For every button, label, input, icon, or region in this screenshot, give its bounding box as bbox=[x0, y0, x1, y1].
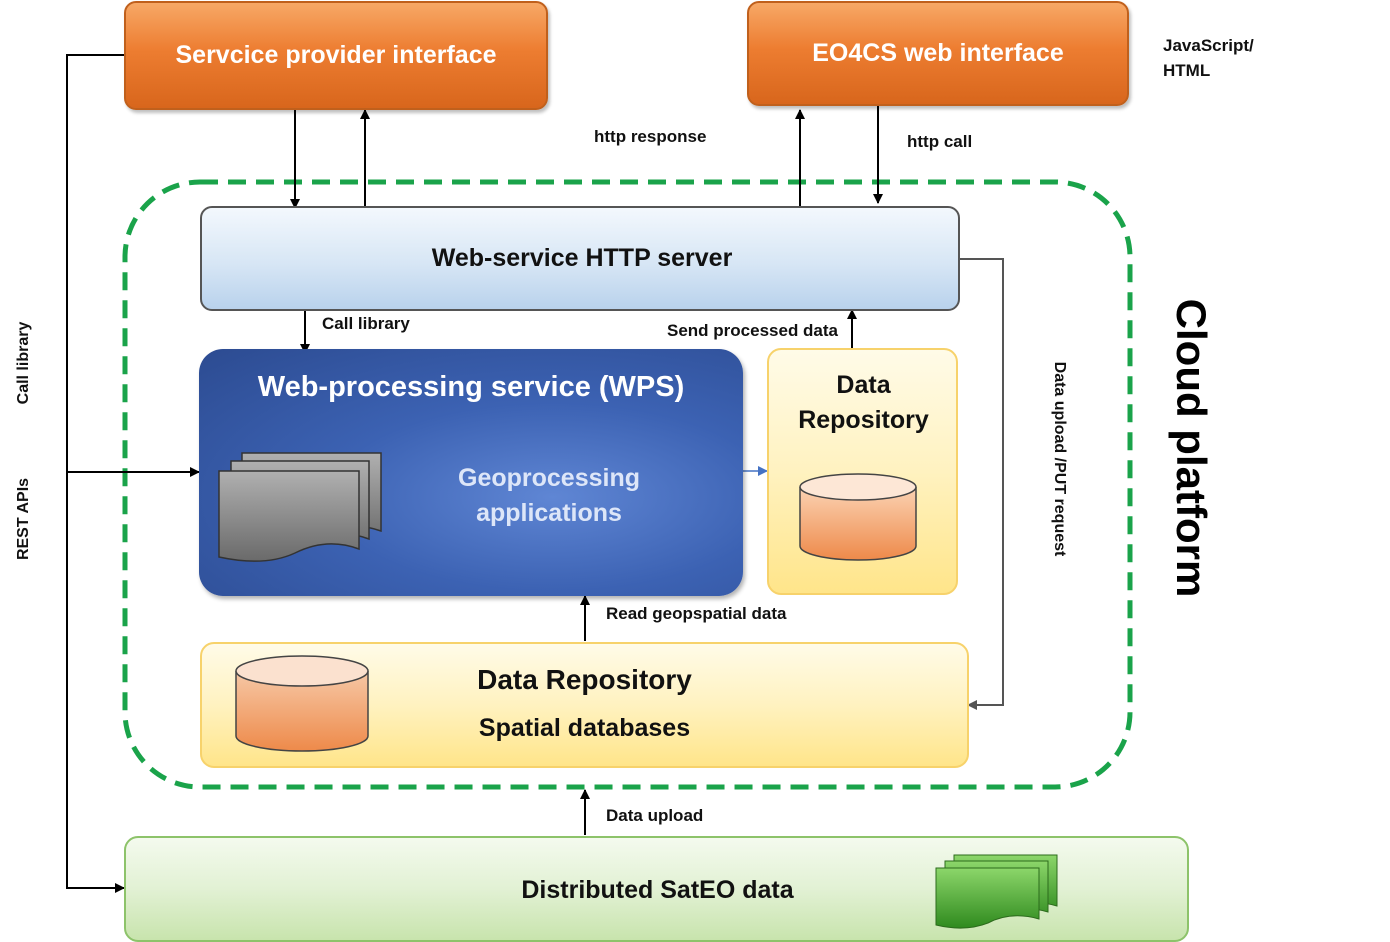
read-geospatial-data-label: Read geopspatial data bbox=[606, 604, 787, 623]
geoprocessing-applications-label: Geoprocessing applications bbox=[458, 464, 640, 527]
data-repository-small-label: Data Repository bbox=[798, 371, 929, 434]
call-library-inner-label: Call library bbox=[322, 314, 410, 333]
data-repository-main-label: Data Repository bbox=[477, 664, 692, 695]
service-provider-interface-box: Servcice provider interface bbox=[124, 1, 548, 110]
cloud-platform-boundary bbox=[122, 179, 1133, 790]
http-server-label: Web-service HTTP server bbox=[431, 244, 733, 272]
eo4cs-web-interface-label: EO4CS web interface bbox=[812, 39, 1064, 67]
call-library-side-label: Call library bbox=[15, 321, 32, 405]
data-repository-small-box: Data Repository bbox=[767, 348, 958, 595]
arrow-server-to-main-repo bbox=[960, 258, 1004, 710]
http-server-box: Web-service HTTP server bbox=[200, 206, 960, 311]
wps-title: Web-processing service (WPS) bbox=[257, 371, 685, 403]
eo4cs-web-interface-box: EO4CS web interface bbox=[747, 1, 1129, 106]
database-cylinder-icon bbox=[799, 473, 917, 561]
service-provider-interface-label: Servcice provider interface bbox=[175, 41, 497, 69]
document-stack-icon bbox=[218, 452, 382, 562]
rest-apis-label: REST APIs bbox=[15, 477, 32, 561]
distributed-sateo-box: Distributed SatEO data bbox=[124, 836, 1189, 942]
data-repository-main-box: Data Repository Spatial databases bbox=[200, 642, 969, 768]
http-call-label: http call bbox=[907, 132, 973, 151]
javascript-html-label: JavaScript/ HTML bbox=[1163, 36, 1254, 80]
data-upload-put-request-label: Data upload /PUT request bbox=[1051, 361, 1068, 557]
data-upload-label: Data upload bbox=[606, 806, 704, 825]
green-document-stack-icon bbox=[935, 854, 1058, 929]
distributed-sateo-label: Distributed SatEO data bbox=[521, 875, 794, 904]
cloud-platform-label: Cloud platform bbox=[1168, 298, 1215, 598]
spatial-database-cylinder-icon bbox=[235, 655, 369, 752]
wps-box: Web-processing service (WPS) Geoprocessi… bbox=[199, 349, 743, 596]
send-processed-data-label: Send processed data bbox=[667, 321, 839, 340]
spatial-databases-label: Spatial databases bbox=[478, 714, 691, 742]
http-response-label: http response bbox=[594, 127, 707, 146]
